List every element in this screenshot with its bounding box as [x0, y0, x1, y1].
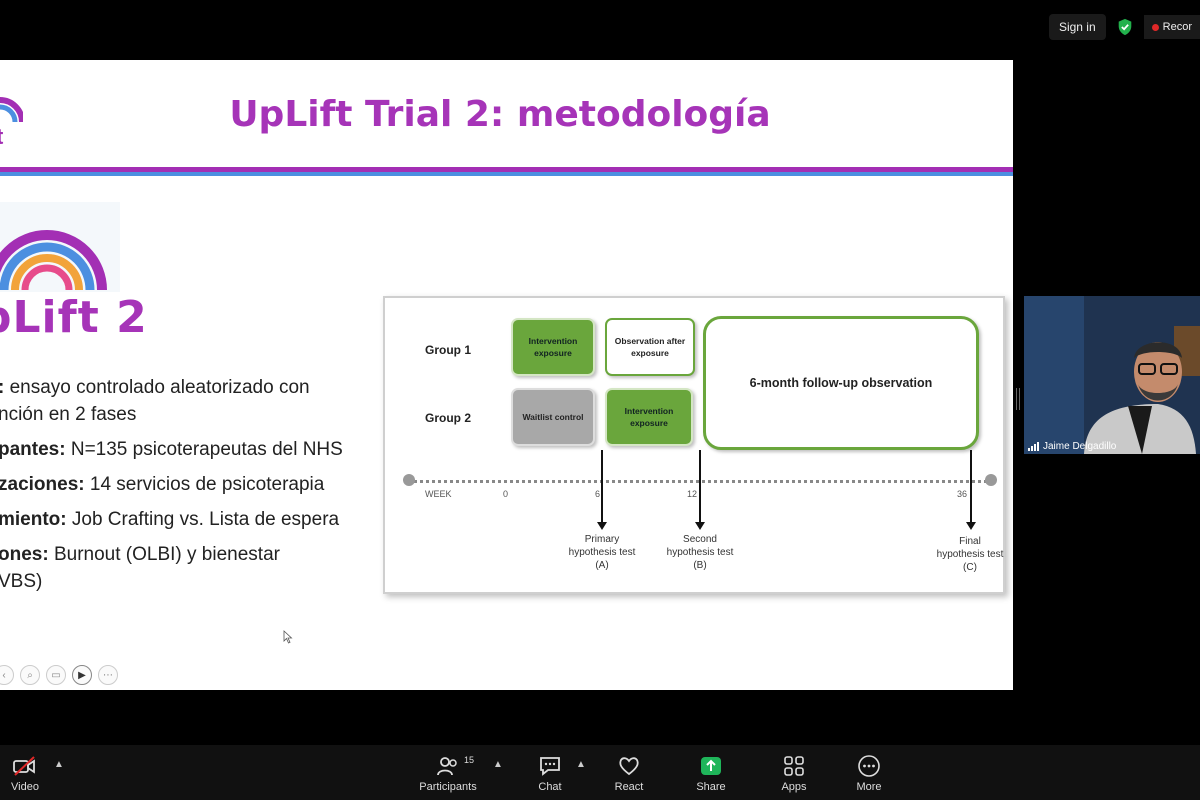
bullet-list: : ensayo controlado aleatorizado con nci… — [0, 374, 378, 603]
study-design-diagram: Group 1 Group 2 Intervention exposure Ob… — [383, 296, 1005, 594]
bullet-item: ones: Burnout (OLBI) y bienestar — [0, 544, 280, 565]
more-options-icon[interactable]: ⋯ — [98, 665, 118, 685]
participant-video-tile[interactable]: Jaime Delgadillo — [1024, 296, 1200, 454]
previous-slide-icon[interactable]: ‹ — [0, 665, 14, 685]
rainbow-logo — [0, 202, 120, 292]
bullet-item: : ensayo controlado aleatorizado con — [0, 377, 310, 398]
video-button[interactable]: Video — [0, 753, 65, 793]
g1-observation-box: Observation after exposure — [605, 318, 695, 376]
recording-label: Recor — [1162, 21, 1192, 33]
title-divider-purple — [0, 167, 1013, 172]
participants-icon — [437, 757, 457, 776]
video-label: Video — [11, 781, 39, 793]
zoom-icon[interactable]: ⌕ — [20, 665, 40, 685]
react-button[interactable]: React — [589, 753, 669, 793]
meeting-toolbar: Video ▲ 15 Participants ▲ Chat ▲ — [0, 745, 1200, 800]
chat-options-chevron-icon[interactable]: ▲ — [576, 759, 586, 770]
slide-controls: ‹ ⌕ ▭ ▶ ⋯ — [0, 665, 118, 685]
arrow-hyp-c — [966, 450, 976, 530]
g2-intervention-box: Intervention exposure — [605, 388, 693, 446]
share-button[interactable]: Share — [671, 753, 751, 793]
title-divider-blue — [0, 172, 1013, 176]
timeline-start-dot — [403, 474, 415, 486]
arrow-hyp-a — [597, 450, 607, 530]
group-2-label: Group 2 — [425, 411, 472, 425]
tick-label: 36 — [957, 489, 968, 499]
more-button[interactable]: More — [829, 753, 909, 793]
top-bar: Sign in Recor — [0, 0, 1200, 56]
more-label: More — [856, 781, 882, 793]
share-screen-icon — [701, 757, 721, 775]
bullet-item: VBS) — [0, 571, 43, 592]
rainbow-logo-small — [0, 97, 23, 123]
bullet-item: nción en 2 fases — [0, 404, 137, 425]
participant-video — [1024, 296, 1200, 454]
week-label: WEEK — [425, 489, 452, 499]
arrow-hyp-b — [695, 450, 705, 530]
top-right-controls: Sign in Recor — [1048, 12, 1200, 42]
uplift-brand-text: pLift 2 — [0, 292, 148, 343]
apps-label: Apps — [781, 781, 807, 793]
slide-title: UpLift Trial 2: metodología — [229, 94, 771, 135]
participant-name-tag: Jaime Delgadillo — [1028, 441, 1116, 452]
shield-check-icon[interactable] — [1116, 18, 1134, 36]
camera-icon[interactable]: ▶ — [72, 665, 92, 685]
resize-handle[interactable] — [1016, 388, 1020, 410]
g1-intervention-box: Intervention exposure — [511, 318, 595, 376]
bullet-item: zaciones: 14 servicios de psicoterapia — [0, 474, 325, 495]
hypothesis-b-label: Second hypothesis test (B) — [666, 534, 734, 571]
slides-icon[interactable]: ▭ — [46, 665, 66, 685]
participants-label: Participants — [419, 781, 477, 793]
hypothesis-a-label: Primary hypothesis test (A) — [568, 534, 636, 571]
participants-button[interactable]: 15 Participants — [408, 753, 488, 793]
participants-count: 15 — [464, 755, 475, 765]
logo-small-text: t — [0, 124, 3, 150]
tick-label: 12 — [687, 489, 698, 499]
react-label: React — [614, 781, 644, 793]
bullet-item: pantes: N=135 psicoterapeutas del NHS — [0, 439, 343, 460]
g2-waitlist-box: Waitlist control — [511, 388, 595, 446]
mouse-cursor-icon — [283, 630, 293, 644]
hypothesis-c-label: Final hypothesis test (C) — [936, 536, 1004, 573]
video-off-icon — [13, 756, 35, 776]
shared-slide: t UpLift Trial 2: metodología pLift 2 : … — [0, 60, 1013, 690]
apps-icon — [784, 756, 804, 776]
recording-dot-icon — [1151, 23, 1159, 31]
tick-label: 0 — [503, 489, 509, 499]
share-label: Share — [696, 781, 726, 793]
sign-in-button[interactable]: Sign in — [1048, 14, 1106, 40]
participant-name: Jaime Delgadillo — [1043, 441, 1117, 452]
chat-button[interactable]: Chat — [510, 753, 590, 793]
tick-label: 6 — [595, 489, 601, 499]
chat-label: Chat — [538, 781, 562, 793]
heart-icon — [619, 757, 639, 776]
group-1-label: Group 1 — [425, 343, 472, 357]
chat-icon — [540, 757, 560, 776]
more-icon — [858, 755, 880, 777]
timeline-end-dot — [985, 474, 997, 486]
video-options-chevron-icon[interactable]: ▲ — [54, 759, 64, 770]
participants-options-chevron-icon[interactable]: ▲ — [493, 759, 503, 770]
bullet-item: miento: Job Crafting vs. Lista de espera — [0, 509, 340, 530]
recording-indicator[interactable]: Recor — [1143, 15, 1200, 39]
signal-strength-icon — [1028, 442, 1039, 451]
apps-button[interactable]: Apps — [754, 753, 834, 793]
followup-box: 6-month follow-up observation — [703, 316, 979, 450]
